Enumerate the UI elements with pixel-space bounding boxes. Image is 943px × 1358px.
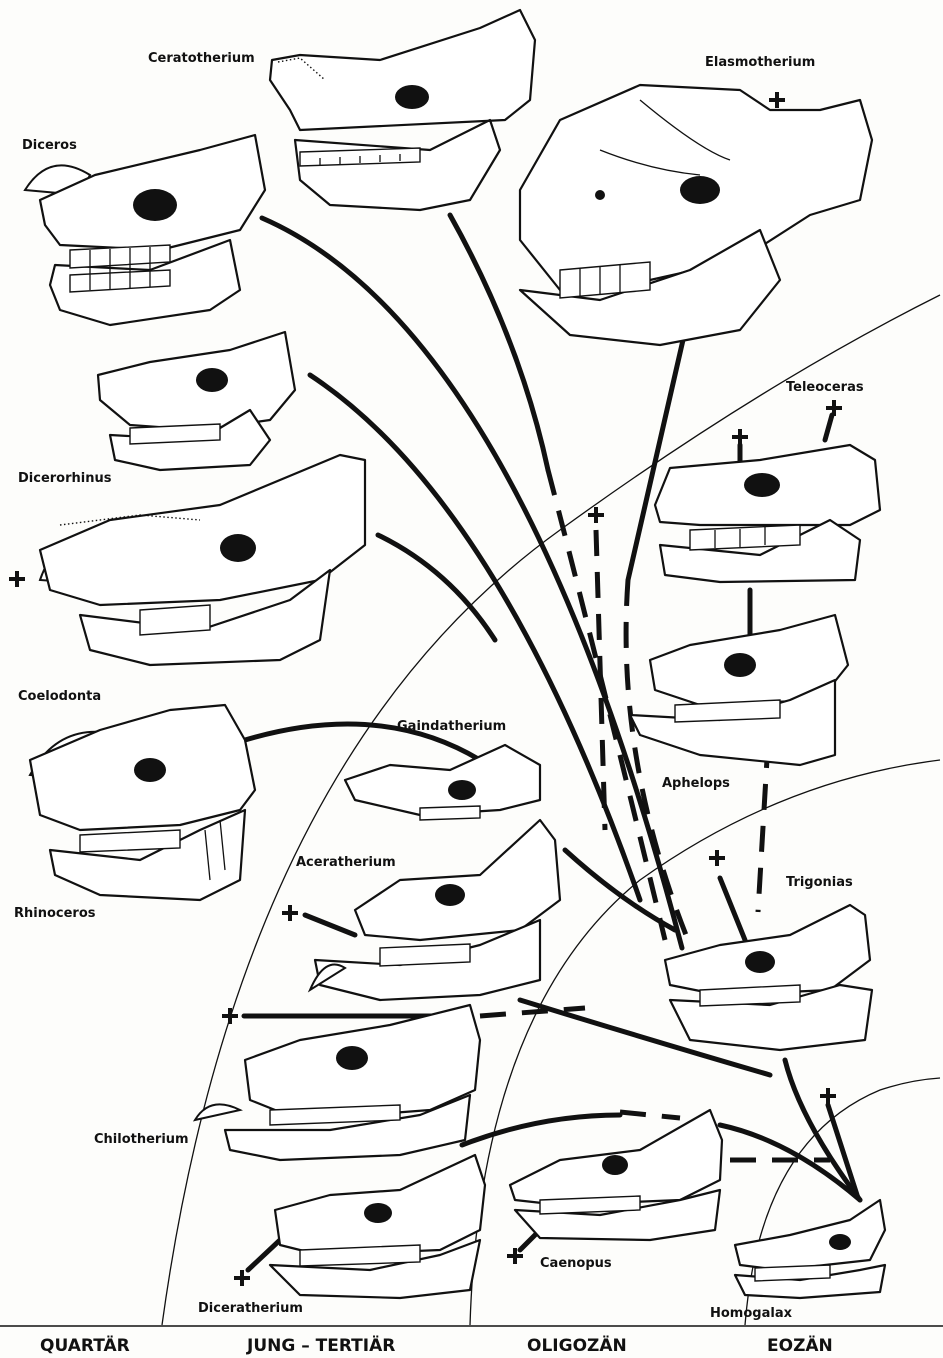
lineage-teleoceras xyxy=(758,742,768,912)
skull-elasmotherium xyxy=(520,85,872,345)
extinct-marker-chilotherium xyxy=(222,1008,238,1024)
extinct-marker-teleoceras-2 xyxy=(826,400,842,416)
epoch-label-jung-tertiar: JUNG – TERTIÄR xyxy=(246,1334,395,1356)
skull-trigonias xyxy=(665,905,872,1050)
extinct-marker-branch xyxy=(588,507,604,523)
lineage-teleoceras-extinct-2 xyxy=(825,415,832,440)
extinct-marker-elasmotherium xyxy=(769,92,785,108)
label-diceros: Diceros xyxy=(22,138,77,153)
skull-gaindatherium xyxy=(345,745,540,820)
label-aphelops: Aphelops xyxy=(662,776,730,791)
extinct-marker-homogalax xyxy=(820,1088,836,1104)
skull-dicerorhinus xyxy=(98,332,295,470)
skull-aphelops xyxy=(630,615,848,765)
extinct-marker-aceratherium xyxy=(282,905,298,921)
epoch-label-eozan: EOZÄN xyxy=(767,1334,833,1356)
lineage-diceratherium xyxy=(462,1115,620,1145)
extinct-marker-teleoceras-1 xyxy=(732,429,748,445)
epoch-labels: QUARTÄR JUNG – TERTIÄR OLIGOZÄN EOZÄN xyxy=(40,1334,833,1356)
label-trigonias: Trigonias xyxy=(786,875,853,890)
lineage-aceratherium-extinct xyxy=(305,915,355,935)
label-aceratherium: Aceratherium xyxy=(296,855,396,870)
lineage-trigonias-extinct xyxy=(720,878,745,940)
label-elasmotherium: Elasmotherium xyxy=(705,55,815,70)
skull-ceratotherium xyxy=(270,10,535,210)
label-homogalax: Homogalax xyxy=(710,1306,793,1321)
skull-teleoceras xyxy=(655,445,880,582)
extinct-marker-trigonias xyxy=(709,850,725,866)
epoch-label-oligozan: OLIGOZÄN xyxy=(527,1334,627,1356)
label-rhinoceros: Rhinoceros xyxy=(14,906,96,921)
label-chilotherium: Chilotherium xyxy=(94,1132,189,1147)
lineage-trigonias-homogalax xyxy=(785,1060,860,1200)
label-diceratherium: Diceratherium xyxy=(198,1301,303,1316)
skull-homogalax xyxy=(735,1200,885,1298)
skull-caenopus xyxy=(510,1110,722,1240)
skull-chilotherium xyxy=(195,1005,480,1160)
label-dicerorhinus: Dicerorhinus xyxy=(18,471,112,486)
skull-coelodonta xyxy=(40,455,365,665)
label-caenopus: Caenopus xyxy=(540,1256,612,1271)
skull-diceros xyxy=(25,135,265,325)
label-teleoceras: Teleoceras xyxy=(786,380,864,395)
lineage-diceratherium-dashed xyxy=(620,1112,680,1118)
label-ceratotherium: Ceratotherium xyxy=(148,51,255,66)
skull-aceratherium xyxy=(310,820,560,1000)
extinct-marker-coelodonta xyxy=(9,571,25,587)
skull-diceratherium xyxy=(270,1155,485,1298)
lineage-elasmotherium xyxy=(628,340,683,580)
label-gaindatherium: Gaindatherium xyxy=(397,719,506,734)
skull-rhinoceros xyxy=(30,705,255,900)
epoch-label-quartar: QUARTÄR xyxy=(40,1334,130,1356)
label-coelodonta: Coelodonta xyxy=(18,689,101,704)
